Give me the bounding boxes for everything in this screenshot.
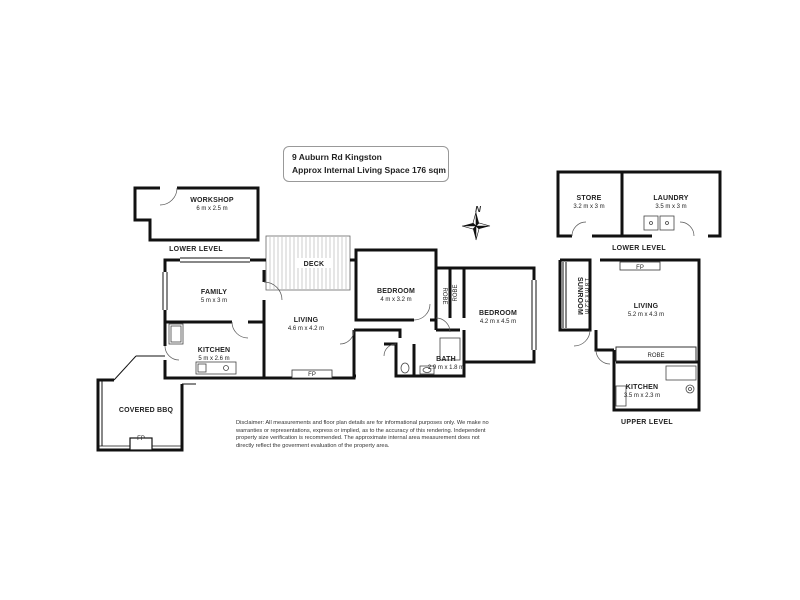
living-upper-dims: 5.2 m x 4.3 m — [628, 312, 664, 318]
bbq-fireplace — [129, 437, 153, 451]
deck-boards — [265, 235, 351, 291]
laundry-dims: 3.5 m x 3 m — [655, 204, 686, 210]
property-address: 9 Auburn Rd Kingston — [292, 152, 382, 162]
disclaimer-text: Disclaimer: All measurements and floor p… — [236, 420, 489, 449]
bedroom-2-dims: 4.2 m x 4.5 m — [480, 319, 516, 325]
workshop-walls — [133, 186, 260, 242]
bath-fittings — [400, 337, 461, 375]
store-laundry-walls — [556, 170, 722, 238]
covered-bbq-name: COVERED BBQ — [119, 407, 174, 414]
lower-level-left-label: LOWER LEVEL — [169, 246, 223, 253]
upper-level-label: UPPER LEVEL — [621, 419, 673, 426]
kitchen-upper-dims: 3.5 m x 2.3 m — [624, 393, 660, 399]
door-swings — [164, 281, 451, 361]
store-name: STORE — [577, 195, 602, 202]
workshop-door — [159, 187, 178, 206]
north-compass-icon — [461, 211, 491, 241]
living-lower-name: LIVING — [294, 317, 319, 324]
store-laundry-doors — [571, 221, 695, 237]
compass-north-label: N — [475, 205, 481, 214]
workshop-dims: 6 m x 2.5 m — [196, 206, 227, 212]
family-dims: 5 m x 3 m — [201, 298, 227, 304]
covered-bbq-walls — [96, 378, 184, 452]
window-family — [162, 257, 250, 310]
upper-robe — [615, 346, 697, 362]
robe-2-label: ROBE — [453, 284, 459, 301]
kitchen-fittings — [168, 323, 237, 375]
family-name: FAMILY — [201, 289, 227, 296]
fp-bbq: FP — [137, 436, 145, 442]
fireplace-lower — [291, 369, 333, 379]
upper-kitchen-fittings — [615, 365, 697, 407]
bath-dims: 2.9 m x 1.8 m — [428, 365, 464, 371]
lower-level-right-label: LOWER LEVEL — [612, 245, 666, 252]
living-space-area: Approx Internal Living Space 176 sqm — [292, 165, 446, 175]
laundry-name: LAUNDRY — [653, 195, 688, 202]
kitchen-lower-name: KITCHEN — [198, 347, 231, 354]
sunroom-windows — [562, 262, 567, 328]
kitchen-lower-dims: 5 m x 2.6 m — [198, 356, 229, 362]
bedroom-1-dims: 4 m x 3.2 m — [380, 297, 411, 303]
laundry-fittings — [643, 215, 675, 231]
bedroom-2-name: BEDROOM — [479, 310, 517, 317]
kitchen-upper-name: KITCHEN — [626, 384, 659, 391]
living-upper-name: LIVING — [634, 303, 659, 310]
living-lower-dims: 4.6 m x 4.2 m — [288, 326, 324, 332]
bath-name: BATH — [436, 356, 456, 363]
workshop-name: WORKSHOP — [190, 197, 234, 204]
upper-doors — [573, 329, 611, 365]
robe-upper-label: ROBE — [647, 353, 664, 359]
fp-living-upper: FP — [636, 265, 644, 271]
robe-1-label: ROBE — [441, 287, 447, 304]
window-bedroom-2 — [531, 280, 537, 350]
bedroom-1-name: BEDROOM — [377, 288, 415, 295]
deck-name: DECK — [304, 261, 325, 268]
sunroom-name: SUNROOM — [576, 277, 583, 315]
store-dims: 3.2 m x 3 m — [573, 204, 604, 210]
sunroom-dims: 1.8 m x 3.2 m — [583, 278, 589, 314]
upper-fireplace — [619, 261, 661, 271]
deck-label-bg — [296, 258, 332, 268]
fp-living-lower: FP — [308, 372, 316, 378]
property-info-box: 9 Auburn Rd Kingston Approx Internal Liv… — [283, 146, 449, 182]
